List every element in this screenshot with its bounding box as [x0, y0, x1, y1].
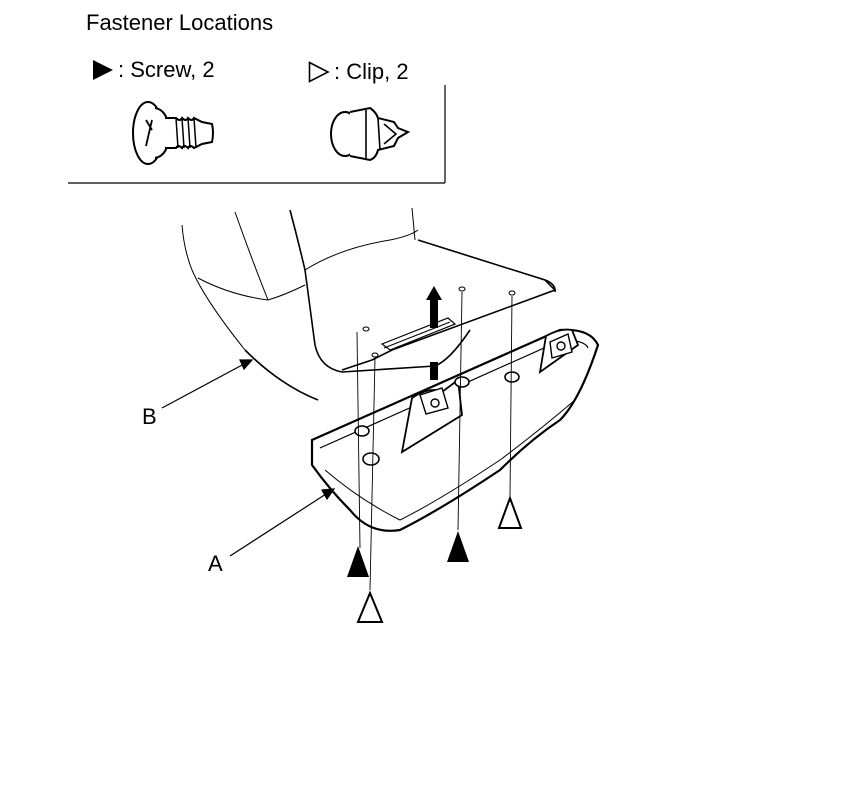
- callout-label-a: A: [208, 551, 223, 576]
- screw-marker-1: [347, 546, 369, 577]
- legend-clip: : Clip, 2: [308, 59, 409, 85]
- cover-a: [310, 328, 600, 532]
- clip-marker-1: [356, 590, 384, 623]
- legend-screw-label: : Screw, 2: [118, 57, 215, 82]
- clip-symbol-icon: [308, 61, 330, 83]
- screw-marker-2: [447, 531, 469, 562]
- callout-leaders: [161, 359, 336, 557]
- screw-symbol-icon: [93, 60, 113, 80]
- clip-marker-2: [497, 495, 523, 529]
- legend-clip-label: : Clip, 2: [334, 59, 409, 84]
- seat-body: [181, 207, 557, 401]
- clip-illustration-icon: [330, 106, 411, 162]
- callout-label-b: B: [142, 404, 157, 429]
- diagram-title: Fastener Locations: [86, 10, 274, 35]
- legend-screw: : Screw, 2: [92, 57, 215, 83]
- legend-frame: [68, 85, 446, 184]
- removal-direction-arrow-icon: [426, 286, 442, 380]
- alignment-lines: [356, 291, 513, 591]
- screw-illustration-icon: [132, 101, 214, 165]
